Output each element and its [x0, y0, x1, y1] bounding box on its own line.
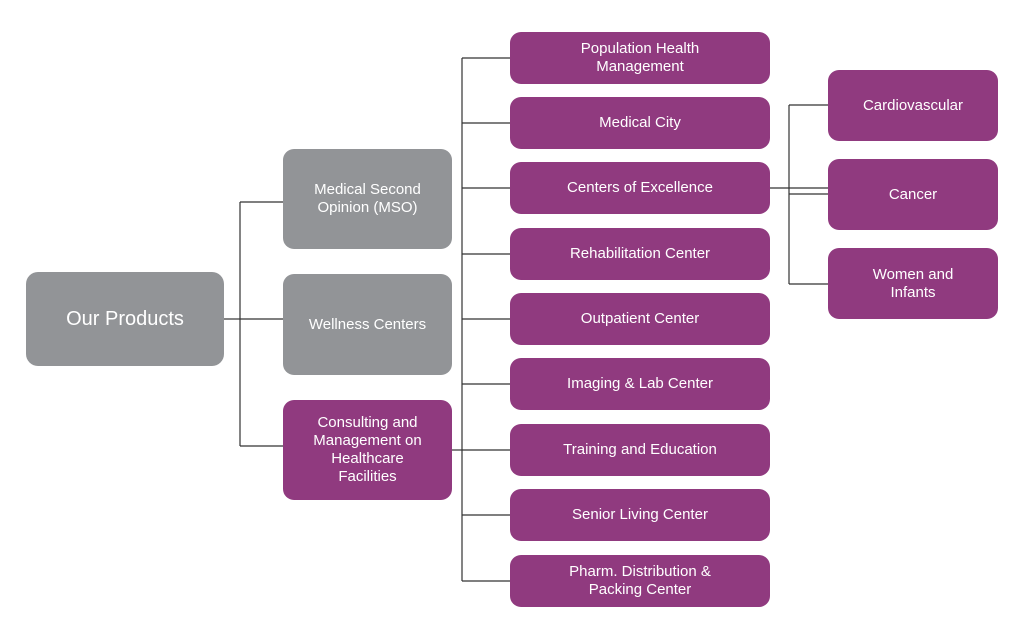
service-node-medical-city: Medical City: [510, 97, 770, 149]
product-node-mso: Medical Second Opinion (MSO): [283, 149, 452, 249]
service-node-rehabilitation: Rehabilitation Center: [510, 228, 770, 280]
excellence-node-cardiovascular: Cardiovascular: [828, 70, 998, 141]
service-node-population-health: Population Health Management: [510, 32, 770, 84]
excellence-node-women-infants: Women and Infants: [828, 248, 998, 319]
product-node-wellness: Wellness Centers: [283, 274, 452, 375]
service-node-senior-living: Senior Living Center: [510, 489, 770, 541]
service-node-outpatient: Outpatient Center: [510, 293, 770, 345]
root-node-our-products: Our Products: [26, 272, 224, 366]
product-node-consulting: Consulting and Management on Healthcare …: [283, 400, 452, 500]
service-node-centers-of-excellence: Centers of Excellence: [510, 162, 770, 214]
service-node-imaging-lab: Imaging & Lab Center: [510, 358, 770, 410]
excellence-node-cancer: Cancer: [828, 159, 998, 230]
service-node-pharm-distribution: Pharm. Distribution & Packing Center: [510, 555, 770, 607]
service-node-training-education: Training and Education: [510, 424, 770, 476]
